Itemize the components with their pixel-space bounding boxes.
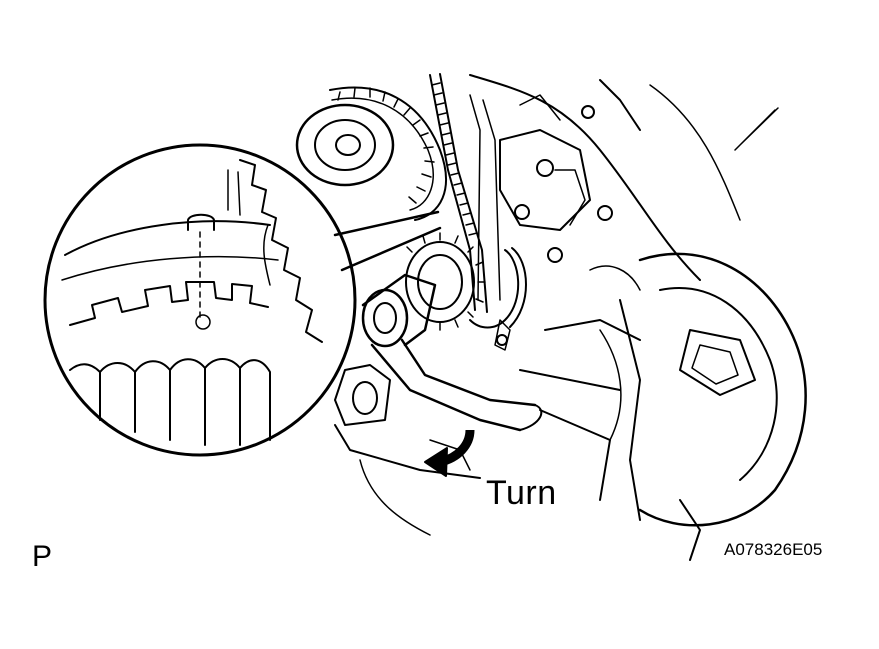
curved-arrow-icon: [425, 430, 470, 476]
view-letter: P: [32, 540, 53, 573]
lower-housing: [335, 320, 510, 535]
engine-block: [470, 75, 806, 560]
figure-code: A078326E05: [724, 540, 823, 559]
turn-label: Turn: [486, 474, 557, 512]
timing-belt: [430, 74, 526, 328]
wrench: [363, 275, 541, 430]
magnified-detail-inset: [45, 145, 440, 455]
idler-pulley: [297, 88, 446, 221]
crankshaft-sprocket: [406, 233, 485, 330]
